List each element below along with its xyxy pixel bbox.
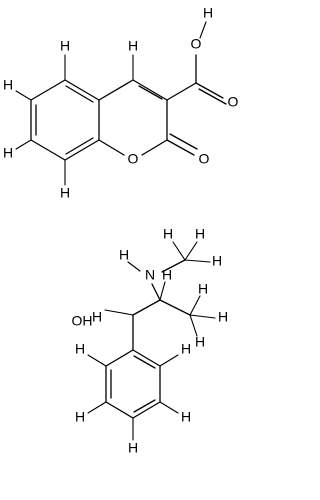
bond [105,349,134,367]
double-bond-inner [133,399,156,413]
h-atom-label: H [60,38,70,54]
h-atom-label: H [212,253,222,269]
bond [159,281,166,301]
h-atom-label: H [162,267,172,283]
bond [159,299,191,316]
double-bond-inner [65,137,94,155]
ring-oxygen-label: O [128,151,139,167]
bond [195,82,224,99]
h-atom-label: H [128,440,138,456]
bond [141,139,168,156]
nitrogen-label: N [145,267,155,283]
bond [15,90,32,101]
bond [98,79,134,101]
structure-canvas: O O O H O H H H H H [3,5,239,456]
bond [189,295,201,316]
bond [199,21,207,39]
bond [159,401,179,414]
h-atom-label: H [92,309,102,325]
bond [184,259,211,263]
bond [30,79,66,101]
coumarin-carboxylic-acid-structure: O O O H O H H H H H [3,5,239,201]
bond [132,299,161,316]
h-atom-label: H [181,341,191,357]
h-atom-label: H [128,38,138,54]
bond [166,139,195,156]
h-atom-label: H [181,409,191,425]
bond [64,79,100,101]
bond [15,139,32,150]
bond [159,354,179,367]
bond [104,309,134,316]
h-atom-label: H [163,226,173,242]
carboxyl-oxygen-label: O [228,94,239,110]
bond [132,79,168,101]
bond [169,133,198,150]
bond [132,401,161,419]
bond [166,82,197,101]
bond [132,349,161,367]
carboxyl-h-label: H [203,5,213,21]
hydroxyl-label: OH [72,313,93,329]
h-atom-label: H [75,341,85,357]
bond [64,139,100,161]
double-bond-inner [65,85,94,103]
lactone-oxygen-label: O [199,151,210,167]
bond [30,139,66,161]
h-atom-label: H [3,145,13,161]
methylamino-phenylpropanol-structure: N H H H H OH H H H H H H H H H H [72,226,229,456]
bond [172,241,186,261]
bond [189,314,216,319]
bond [198,88,227,105]
h-atom-label: H [60,185,70,201]
n-hydrogen-label: H [119,247,129,263]
bond [105,401,134,419]
bond [127,261,141,272]
bond [87,401,107,414]
h-atom-label: H [195,334,205,350]
h-atom-label: H [198,281,208,297]
bond [161,259,186,273]
h-atom-label: H [218,309,228,325]
double-bond-inner [133,355,156,369]
bond [151,283,161,301]
bond [98,139,125,156]
h-atom-label: H [75,409,85,425]
h-atom-label: H [3,77,13,93]
bond [189,314,198,337]
h-atom-label: H [195,226,205,242]
double-bond-inner [138,85,163,100]
bond [87,354,107,367]
carboxyl-oxygen-h-label: O [191,36,202,52]
bond [184,241,198,261]
